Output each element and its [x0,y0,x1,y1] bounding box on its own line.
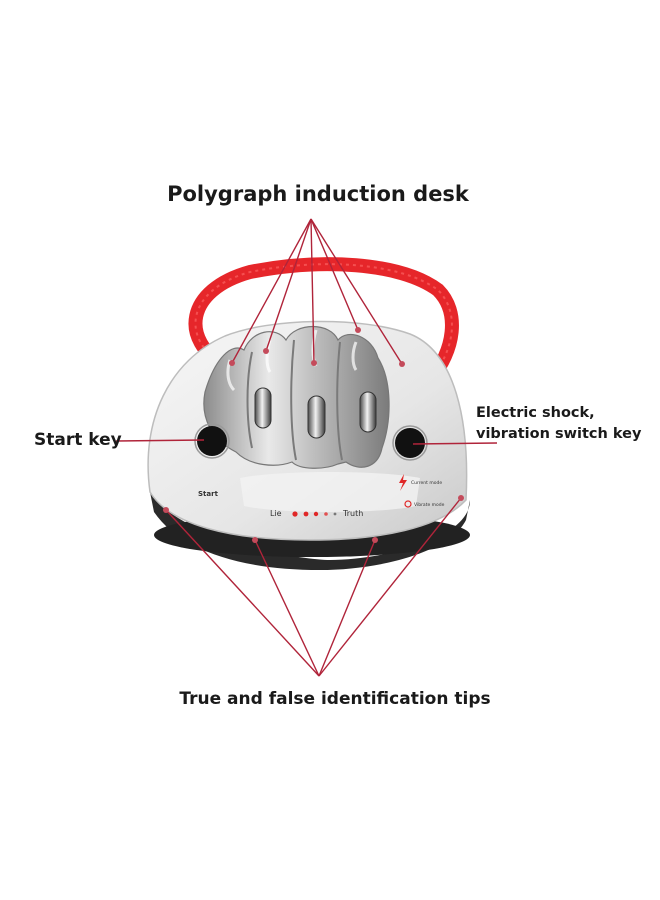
finger-contact [307,395,326,439]
mode-switch-button [395,428,425,458]
switch-key-label: Electric shock, vibration switch key [476,403,641,445]
switch-key-label-line2: vibration switch key [476,426,642,442]
led [313,511,319,517]
finger-contact [254,387,272,429]
start-button [197,426,227,456]
switch-key-label-line1: Electric shock, [476,405,595,421]
polygraph-desk-label: Polygraph induction desk [167,182,469,206]
leader-lines-bottom [165,497,462,677]
vibrate-icon [404,500,412,508]
led [292,511,298,517]
finger-contact [359,391,377,433]
device-truth-text: Truth [342,509,363,518]
identification-tips-label: True and false identification tips [179,689,491,709]
leader-line-start [115,439,205,442]
device-mode2-text: Vibrate mode [414,502,445,508]
carry-strap [188,257,459,387]
device-start-text: Start [198,490,219,498]
start-key-label: Start key [34,430,122,450]
device-mode1-text: Current mode [411,480,442,486]
leader-line-switch [412,442,498,445]
device-lie-text: Lie [270,509,282,518]
led [333,512,337,516]
lightning-icon [399,474,407,491]
led [324,512,328,516]
leader-lines-top [231,218,403,365]
led [303,511,309,517]
